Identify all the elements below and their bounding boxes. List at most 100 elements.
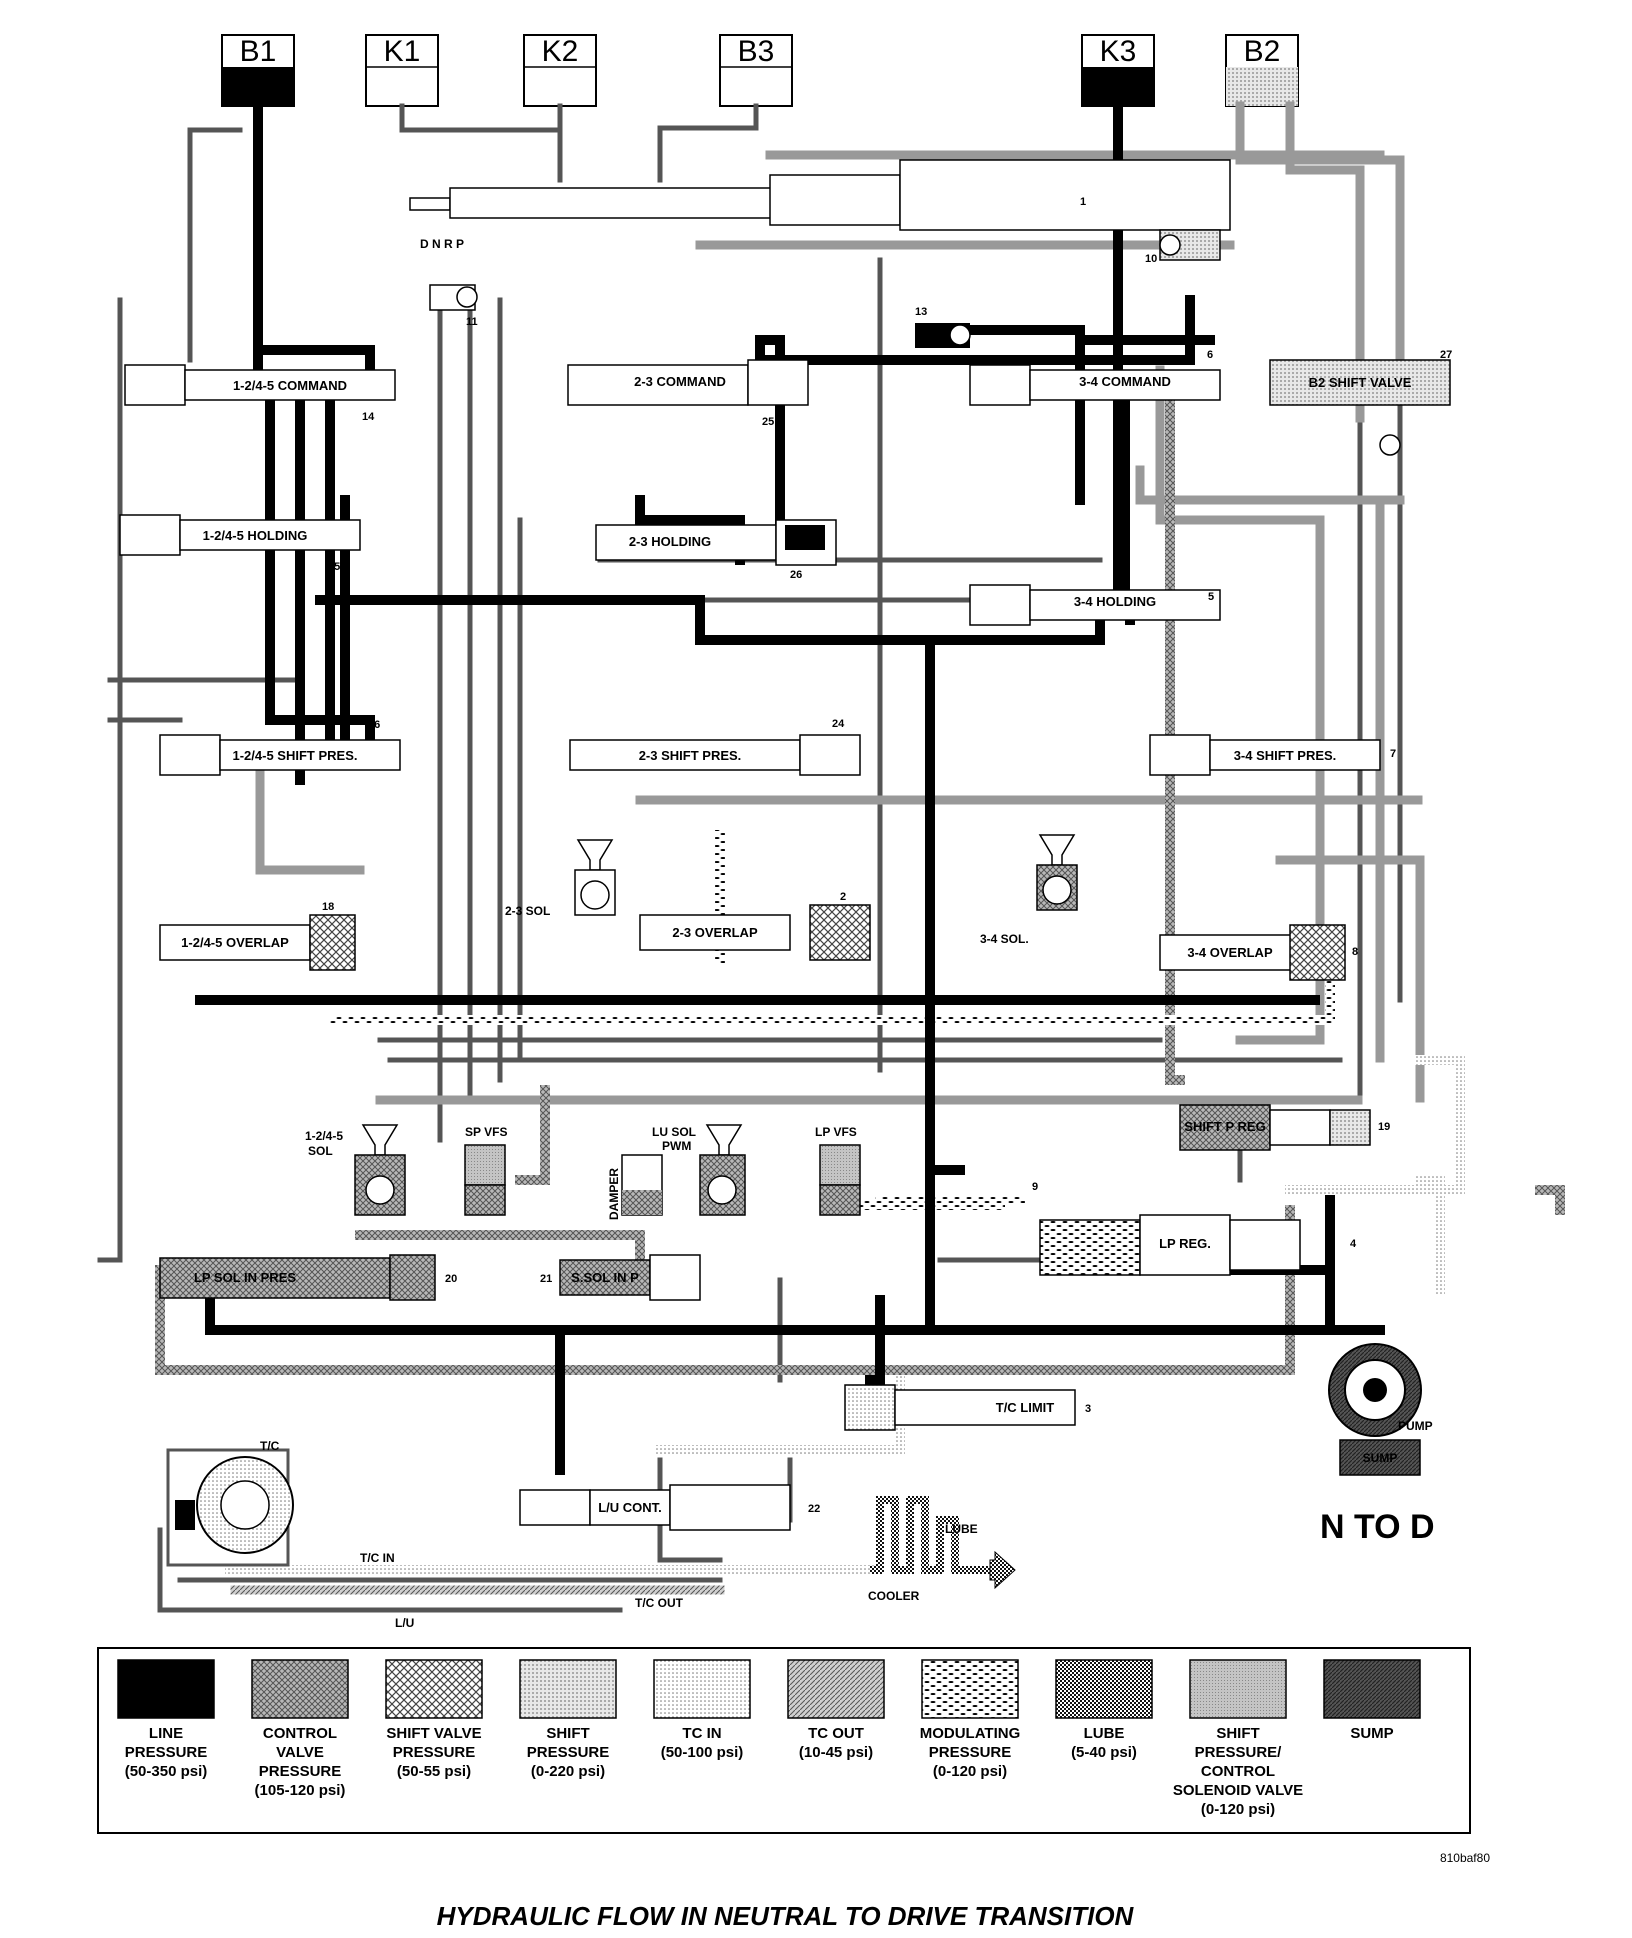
clutch-k2: K2 xyxy=(523,34,597,107)
valve-b2-shift: B2 SHIFT VALVE 27 xyxy=(1269,349,1452,406)
legend-swatch xyxy=(921,1659,1019,1719)
cooler-label: COOLER xyxy=(868,1589,920,1603)
legend-label: PRESSURE xyxy=(125,1744,208,1761)
ref-number: 11 xyxy=(466,316,478,328)
ref-number: 22 xyxy=(808,1503,820,1515)
legend-label: SUMP xyxy=(1350,1725,1393,1742)
ref-number: 19 xyxy=(1378,1121,1390,1133)
clutch-label: K3 xyxy=(1100,35,1137,68)
valve-label: 2-3 HOLDING xyxy=(629,534,711,549)
valve-label: LP REG. xyxy=(1159,1236,1211,1251)
legend-label: TC IN xyxy=(682,1725,721,1742)
pump: PUMP xyxy=(1328,1343,1433,1437)
legend-label: PRESSURE/ xyxy=(1195,1744,1283,1761)
valve-23-command: 2-3 COMMAND 25 xyxy=(567,359,809,428)
legend-swatch xyxy=(117,1659,215,1719)
clutch-b2: B2 xyxy=(1225,34,1299,107)
solenoid-1245: 1-2/4-5 SOL xyxy=(305,1124,406,1216)
control-pressure-passages xyxy=(155,375,1565,1375)
valve-34-overlap: 3-4 OVERLAP 8 xyxy=(1159,924,1358,981)
legend-label: (0-120 psi) xyxy=(933,1763,1007,1780)
valve-label: S.SOL IN P xyxy=(571,1270,639,1285)
legend-label: LUBE xyxy=(1084,1725,1125,1742)
torque-converter: T/C xyxy=(166,1439,294,1567)
legend-label: PRESSURE xyxy=(259,1763,342,1780)
solenoid-label: PWM xyxy=(662,1139,691,1153)
valve-34-shift-pres: 3-4 SHIFT PRES. 7 xyxy=(1149,734,1396,776)
manual-positions: D N R P xyxy=(420,237,464,251)
ref-number: 9 xyxy=(1032,1181,1038,1193)
ref-number: 6 xyxy=(1207,349,1213,361)
mode-label: N TO D xyxy=(1320,1508,1435,1546)
damper: DAMPER xyxy=(607,1154,663,1220)
valve-23-holding: 2-3 HOLDING 26 xyxy=(595,519,837,581)
solenoid-sp-vfs: SP VFS xyxy=(464,1125,507,1216)
legend-label: SHIFT xyxy=(546,1725,589,1742)
ref-number: 13 xyxy=(915,306,927,318)
valve-lp-reg: LP REG. 4 9 xyxy=(1032,1181,1357,1276)
valve-lp-sol-in-pres: LP SOL IN PRES 20 xyxy=(159,1254,457,1301)
clutch-label: K1 xyxy=(384,35,421,68)
valve-34-holding: 3-4 HOLDING 5 xyxy=(969,584,1221,626)
legend-label: (50-55 psi) xyxy=(397,1763,471,1780)
ref-number: 16 xyxy=(368,719,380,731)
clutch-label: B3 xyxy=(738,35,775,68)
ref-number: 25 xyxy=(762,416,774,428)
legend-label: (0-120 psi) xyxy=(1201,1801,1275,1818)
legend-label: LINE xyxy=(149,1725,183,1742)
legend-swatch xyxy=(251,1659,349,1719)
figure-id: 810baf80 xyxy=(1440,1851,1490,1865)
line-pressure-passages xyxy=(195,101,1385,1475)
valve-label: 2-3 COMMAND xyxy=(634,374,726,389)
legend-label: SHIFT VALVE xyxy=(386,1725,481,1742)
solenoid-label: 3-4 SOL. xyxy=(980,932,1029,946)
legend-label: PRESSURE xyxy=(527,1744,610,1761)
ref-number: 7 xyxy=(1390,748,1396,760)
solenoid-label: 2-3 SOL xyxy=(505,904,550,918)
figure-title: HYDRAULIC FLOW IN NEUTRAL TO DRIVE TRANS… xyxy=(437,1901,1135,1931)
clutch-label: K2 xyxy=(542,35,579,68)
clutch-k3: K3 xyxy=(1081,34,1155,107)
valve-label: 1-2/4-5 HOLDING xyxy=(203,528,308,543)
valve-label: B2 SHIFT VALVE xyxy=(1309,375,1412,390)
legend-label: (0-220 psi) xyxy=(531,1763,605,1780)
ref-number: 1 xyxy=(1080,196,1086,208)
valve-23-overlap: 2-3 OVERLAP 2 xyxy=(639,891,871,961)
ref-number: 5 xyxy=(1208,591,1214,603)
pump-label: PUMP xyxy=(1398,1419,1433,1433)
valve-label: LP SOL IN PRES xyxy=(194,1270,296,1285)
legend-swatch xyxy=(1055,1659,1153,1719)
valve-lu-cont: L/U CONT. 22 xyxy=(519,1484,820,1531)
manual-valve: D N R P 1 10 xyxy=(409,159,1231,265)
tc-out-label: T/C OUT xyxy=(635,1596,684,1610)
ref-number: 26 xyxy=(790,569,802,581)
lu-label: L/U xyxy=(395,1616,414,1630)
legend-swatch xyxy=(519,1659,617,1719)
valve-label: 3-4 COMMAND xyxy=(1079,374,1171,389)
valve-1245-command: 1-2/4-5 COMMAND 14 xyxy=(124,364,396,423)
valve-34-command: 3-4 COMMAND 6 xyxy=(969,349,1221,406)
valve-label: SHIFT P REG xyxy=(1184,1119,1265,1134)
ref-number: 15 xyxy=(328,561,340,573)
valve-label: 3-4 SHIFT PRES. xyxy=(1234,748,1337,763)
ref-number: 24 xyxy=(832,718,845,730)
sump-label: SUMP xyxy=(1363,1451,1398,1465)
legend-swatch xyxy=(1189,1659,1287,1719)
legend-label: SHIFT xyxy=(1216,1725,1259,1742)
valve-label: 2-3 SHIFT PRES. xyxy=(639,748,742,763)
legend-swatch xyxy=(1323,1659,1421,1719)
legend-swatch xyxy=(653,1659,751,1719)
solenoid-label: LP VFS xyxy=(815,1125,857,1139)
thin-passages xyxy=(97,103,1403,1613)
lube-label: LUBE xyxy=(945,1522,978,1536)
legend-label: SOLENOID VALVE xyxy=(1173,1782,1303,1799)
solenoid-lu: LU SOL PWM xyxy=(652,1124,746,1216)
ref-number: 21 xyxy=(540,1273,552,1285)
solenoid-label: LU SOL xyxy=(652,1125,696,1139)
ref-number: 14 xyxy=(362,411,375,423)
ref-number: 10 xyxy=(1145,253,1157,265)
ref-number: 18 xyxy=(322,901,334,913)
legend-label: MODULATING xyxy=(920,1725,1021,1742)
